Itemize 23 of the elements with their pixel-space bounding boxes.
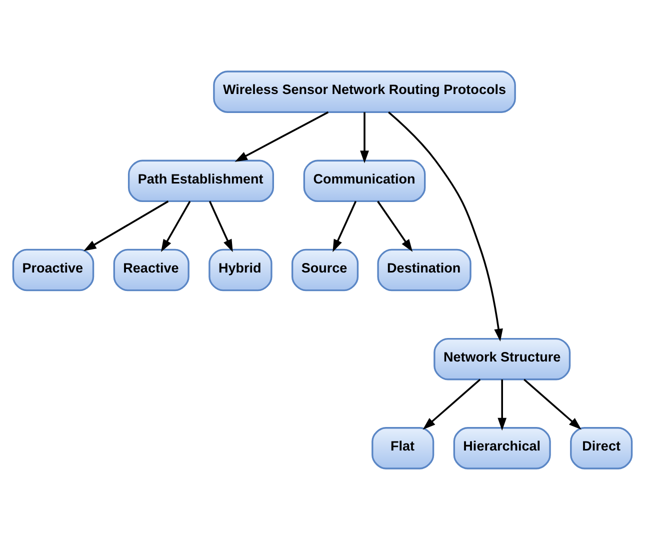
arrow (422, 378, 481, 430)
arrow (498, 379, 507, 430)
node-box: Destination (377, 248, 472, 291)
arrow (388, 111, 503, 341)
arrow (360, 112, 369, 163)
node-box: Communication (303, 159, 426, 202)
arrow (377, 200, 413, 252)
node-box: Proactive (12, 248, 94, 291)
arrow (234, 110, 329, 162)
node-box: Path Establishment (128, 159, 274, 202)
node-box: Reactive (113, 248, 190, 291)
node-box: Flat (372, 426, 434, 469)
node-box: Hybrid (208, 248, 272, 291)
node-box: Network Structure (434, 337, 571, 380)
arrow (160, 200, 191, 252)
node-box: Source (291, 248, 359, 291)
arrow (524, 378, 582, 430)
node-box: Hierarchical (453, 426, 551, 469)
node-box: Direct (570, 426, 633, 469)
arrow (332, 200, 357, 252)
arrow (208, 200, 233, 252)
arrow (84, 200, 169, 251)
node-box: Wireless Sensor Network Routing Protocols (213, 70, 516, 112)
